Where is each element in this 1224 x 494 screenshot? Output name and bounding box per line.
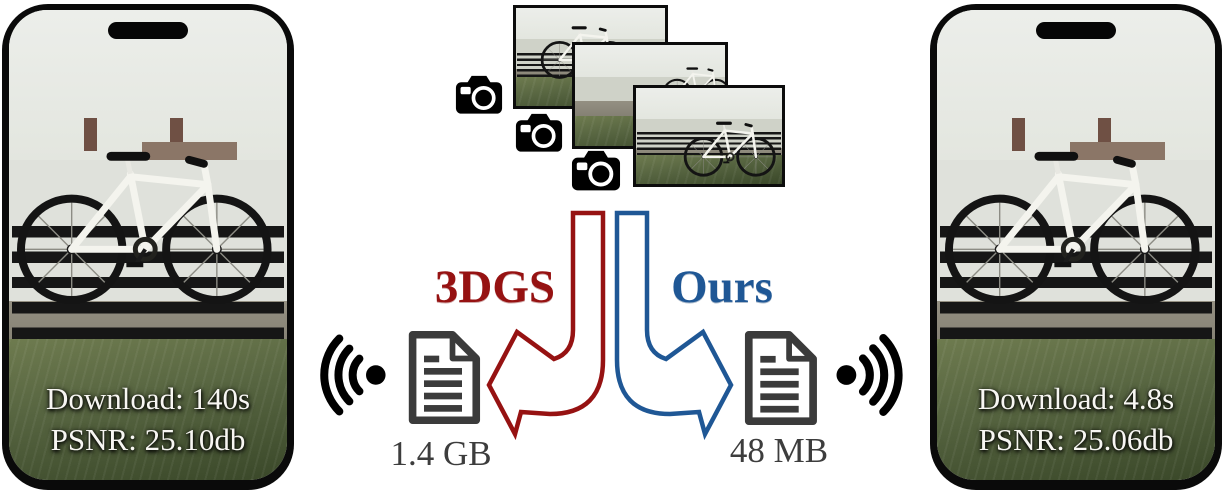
phone-notch [1036, 22, 1116, 39]
branching-arrows [486, 210, 734, 441]
psnr-label: PSNR: 25.06db [978, 422, 1174, 457]
camera-icon [455, 74, 503, 115]
roof [1070, 141, 1165, 161]
captured-photo-3 [633, 85, 785, 187]
phone-caption-right: Download: 4.8s PSNR: 25.06db [937, 378, 1215, 460]
rendered-scene [636, 88, 782, 184]
phone-caption-left: Download: 140s PSNR: 25.10db [9, 378, 287, 460]
rendered-scene [937, 10, 1215, 480]
wireless-signal-right-icon [832, 317, 913, 433]
arrow-ours [614, 210, 734, 441]
camera-icon [571, 149, 621, 191]
bicycle-illustration [683, 113, 776, 178]
sky [575, 45, 725, 78]
grass [9, 339, 287, 480]
chimney [1012, 118, 1025, 151]
method-label-ours: Ours [671, 261, 773, 313]
phone-mockup-right: Download: 4.8s PSNR: 25.06db [930, 4, 1222, 490]
camera-icon [515, 112, 563, 153]
download-time-label: Download: 140s [45, 381, 251, 416]
phone-notch [108, 22, 188, 39]
roof [142, 141, 237, 161]
phone-screen-right-rendered-view: Download: 4.8s PSNR: 25.06db [937, 10, 1215, 480]
phone-mockup-left: Download: 140s PSNR: 25.10db [2, 4, 294, 490]
wireless-signal-left-icon [310, 317, 390, 433]
chimney [84, 118, 97, 151]
download-time-label: Download: 4.8s [977, 381, 1175, 416]
file-size-3dgs: 1.4 GB [390, 434, 492, 473]
document-file-icon [405, 329, 481, 426]
method-label-3dgs: 3DGS [434, 261, 556, 313]
bicycle-illustration [943, 128, 1202, 307]
file-size-ours: 48 MB [729, 431, 829, 470]
sky [516, 8, 665, 40]
park-bench [637, 132, 781, 159]
grass [636, 155, 782, 184]
sky [636, 88, 782, 119]
grass [937, 339, 1215, 480]
psnr-label: PSNR: 25.10db [50, 422, 246, 457]
arrow-3dgs [486, 210, 606, 441]
phone-screen-left-rendered-view: Download: 140s PSNR: 25.10db [9, 10, 287, 480]
bicycle-illustration [15, 128, 274, 307]
document-file-icon [741, 330, 818, 426]
